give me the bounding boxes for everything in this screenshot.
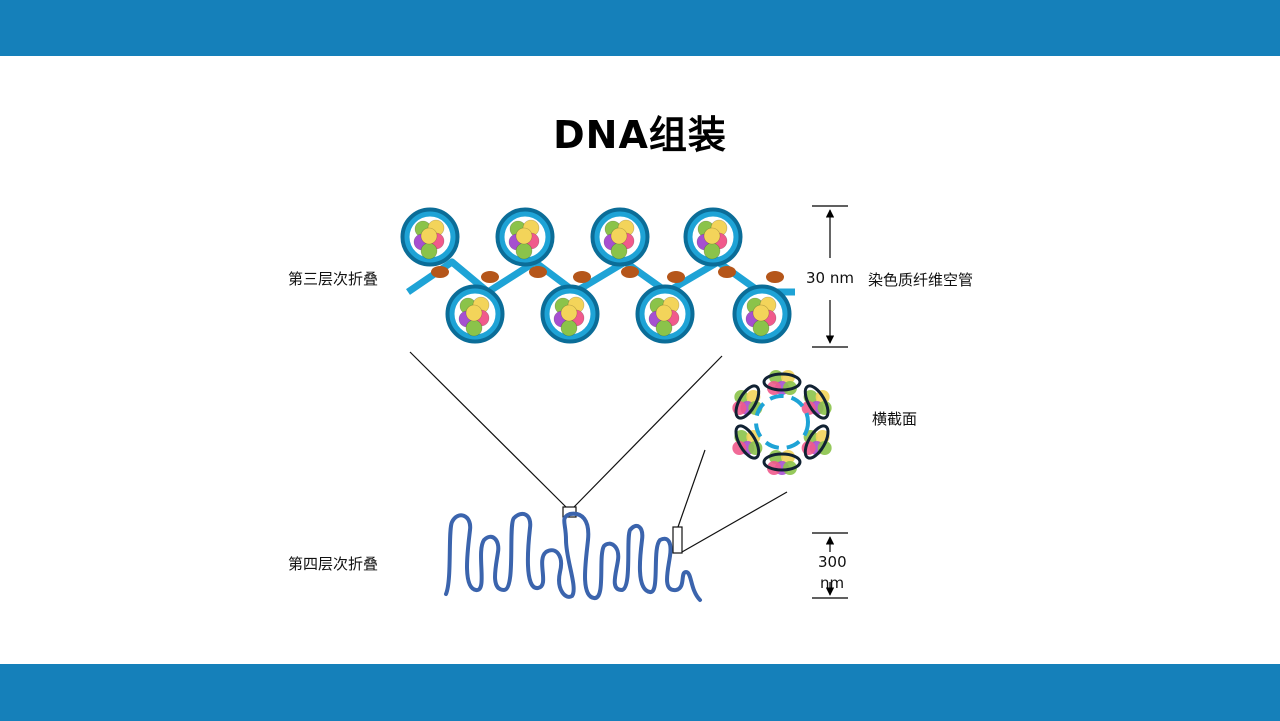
linker-protein bbox=[621, 266, 639, 278]
nucleosome bbox=[635, 284, 695, 344]
linker-protein bbox=[667, 271, 685, 283]
nucleosome bbox=[732, 284, 792, 344]
linker-protein bbox=[529, 266, 547, 278]
linker-protein bbox=[766, 271, 784, 283]
linker-protein bbox=[718, 266, 736, 278]
label-cross-section: 横截面 bbox=[872, 410, 918, 428]
nucleosome bbox=[540, 284, 600, 344]
zoom-line-cross-top bbox=[677, 449, 706, 528]
nucleosome bbox=[590, 207, 650, 267]
bottom-band bbox=[0, 664, 1280, 721]
linker-protein bbox=[431, 266, 449, 278]
nucleosome bbox=[400, 207, 460, 267]
scale-bar-300nm bbox=[812, 532, 848, 599]
linker-protein bbox=[573, 271, 591, 283]
cross-section-rosette bbox=[732, 370, 832, 475]
histone-bead bbox=[655, 319, 673, 337]
top-band bbox=[0, 0, 1280, 56]
histone-bead bbox=[465, 304, 483, 322]
histone-bead bbox=[465, 319, 483, 337]
nucleosome bbox=[683, 207, 743, 267]
cross-section-nucleosome bbox=[732, 424, 763, 460]
histone-bead bbox=[655, 304, 673, 322]
histone-bead bbox=[703, 242, 721, 260]
looped-chromatin-fiber bbox=[444, 511, 702, 602]
cross-section-core-ribbon bbox=[754, 394, 810, 450]
histone-bead bbox=[515, 242, 533, 260]
zoom-line-right bbox=[573, 355, 723, 508]
zoom-line-left bbox=[409, 351, 567, 508]
label-scale-30nm: 30 nm bbox=[806, 269, 854, 287]
zoom-line-cross-bottom bbox=[681, 491, 788, 553]
cross-section-nucleosome bbox=[762, 450, 802, 475]
cross-section-nucleosome bbox=[801, 424, 832, 460]
nucleosome bbox=[495, 207, 555, 267]
cross-section-nucleosome bbox=[762, 370, 802, 395]
histone-bead bbox=[560, 304, 578, 322]
cross-section-nucleosome bbox=[732, 384, 763, 420]
histone-bead bbox=[752, 304, 770, 322]
dna-linker-ribbon bbox=[406, 258, 795, 296]
scale-bar-30nm bbox=[812, 205, 848, 348]
linker-proteins bbox=[431, 266, 784, 283]
histone-bead bbox=[420, 242, 438, 260]
nucleosome-group bbox=[400, 207, 792, 344]
label-scale-300: 300 bbox=[818, 553, 847, 571]
histone-bead bbox=[703, 227, 721, 245]
slide-title: DNA组装 bbox=[553, 113, 727, 157]
histone-bead bbox=[515, 227, 533, 245]
zoom-box-side bbox=[672, 526, 683, 554]
histone-bead bbox=[752, 319, 770, 337]
label-third-fold: 第三层次折叠 bbox=[288, 270, 379, 288]
linker-protein bbox=[481, 271, 499, 283]
label-fourth-fold: 第四层次折叠 bbox=[288, 555, 379, 573]
histone-bead bbox=[610, 227, 628, 245]
histone-bead bbox=[610, 242, 628, 260]
nucleosome bbox=[445, 284, 505, 344]
cross-section-nucleosome bbox=[801, 384, 832, 420]
label-fiber-name: 染色质纤维空管 bbox=[868, 271, 974, 289]
histone-bead bbox=[560, 319, 578, 337]
histone-bead bbox=[420, 227, 438, 245]
